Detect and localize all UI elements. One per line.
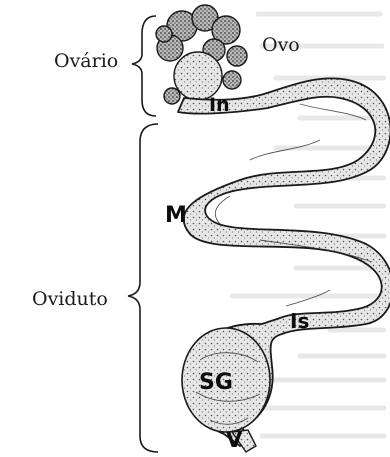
vagina-label: V <box>226 430 242 451</box>
ovary-cluster <box>156 5 247 104</box>
ovo-label: Ovo <box>262 36 300 55</box>
magno-label: M <box>165 205 187 227</box>
ovario-label: Ovário <box>54 52 118 71</box>
ovario-bracket <box>132 16 156 116</box>
glandula-casca-label: SG <box>199 372 233 394</box>
oviduto-bracket <box>128 124 158 452</box>
istmo-label: Is <box>290 311 309 331</box>
oviduto-label: Oviduto <box>32 290 108 309</box>
infundibulo-label: In <box>209 96 230 115</box>
